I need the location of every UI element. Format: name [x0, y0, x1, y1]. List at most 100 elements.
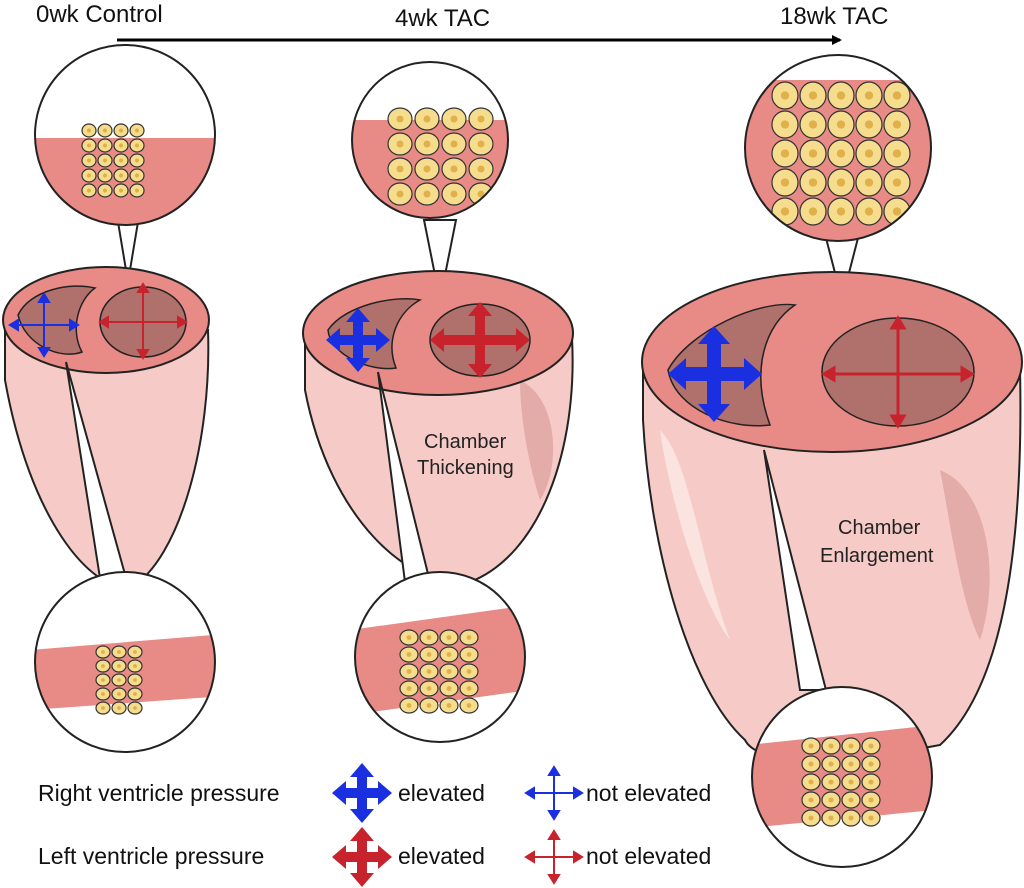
- cell-nucleus: [808, 815, 814, 821]
- stage-label-0wk-control: 0wk Control: [36, 1, 163, 28]
- cell-nucleus: [828, 815, 834, 821]
- cell-nucleus: [836, 207, 846, 216]
- cell-nucleus: [828, 743, 834, 749]
- cell-nucleus: [828, 761, 834, 767]
- cell-nucleus: [864, 207, 874, 216]
- cell-nucleus: [446, 635, 452, 640]
- cell-nucleus: [133, 706, 137, 710]
- cell-nucleus: [466, 669, 472, 674]
- cell-nucleus: [117, 664, 121, 668]
- cell-nucleus: [101, 650, 105, 654]
- cell-nucleus: [836, 149, 846, 158]
- cardiomyocyte-cluster: [81, 123, 145, 198]
- zoom-18wk-bottom: [751, 686, 933, 868]
- cell-nucleus: [780, 178, 790, 187]
- cell-nucleus: [117, 678, 121, 682]
- cell-nucleus: [134, 188, 140, 193]
- cell-nucleus: [423, 190, 431, 198]
- cell-nucleus: [101, 664, 105, 668]
- cell-nucleus: [426, 635, 432, 640]
- heart-shading: [940, 470, 990, 640]
- cell-nucleus: [406, 652, 412, 657]
- cell-nucleus: [426, 703, 432, 708]
- cell-nucleus: [446, 652, 452, 657]
- cell-nucleus: [864, 149, 874, 158]
- chamber-enlargement-label-line1: Chamber: [838, 517, 921, 539]
- legend-lv-label: Left ventricle pressure: [38, 843, 264, 869]
- cell-nucleus: [118, 188, 124, 193]
- rv-elevated-arrow: [326, 308, 390, 372]
- cell-nucleus: [868, 815, 874, 821]
- heart-highlight: [660, 430, 730, 640]
- cell-nucleus: [892, 149, 902, 158]
- legend-rv-not-elevated: not elevated: [586, 780, 711, 806]
- cell-nucleus: [892, 207, 902, 216]
- chamber-thickening-label-line1: Chamber: [424, 431, 507, 453]
- cell-nucleus: [868, 779, 874, 785]
- zoom-control-top: [34, 44, 216, 226]
- callout-pointer-bottom: [763, 449, 828, 691]
- cardiomyocyte-cluster: [771, 81, 911, 226]
- cell-nucleus: [133, 678, 137, 682]
- zoom-4wk-top: [351, 61, 509, 219]
- cell-nucleus: [86, 128, 92, 133]
- cardiomyocyte-cluster: [95, 645, 143, 715]
- stage-label-4wk-tac: 4wk TAC: [395, 5, 490, 32]
- cell-nucleus: [423, 140, 431, 148]
- cell-nucleus: [102, 143, 108, 148]
- legend-rv-elevated-arrow: [332, 763, 392, 823]
- cell-nucleus: [808, 743, 814, 749]
- cell-nucleus: [86, 173, 92, 178]
- cell-nucleus: [836, 120, 846, 129]
- cell-nucleus: [864, 91, 874, 100]
- cell-nucleus: [117, 650, 121, 654]
- chamber-enlargement-label-line2: Enlargement: [820, 545, 934, 567]
- cell-nucleus: [118, 143, 124, 148]
- cell-nucleus: [406, 669, 412, 674]
- legend-lv-not-elevated: not elevated: [586, 843, 711, 869]
- legend-rv-not-elevated-arrow: [524, 765, 584, 821]
- cell-nucleus: [102, 173, 108, 178]
- cell-nucleus: [450, 140, 458, 148]
- cell-nucleus: [868, 761, 874, 767]
- cardiomyocyte-cluster: [387, 107, 494, 206]
- cell-nucleus: [406, 686, 412, 691]
- cell-nucleus: [848, 815, 854, 821]
- cell-nucleus: [423, 115, 431, 123]
- cell-nucleus: [780, 149, 790, 158]
- cell-nucleus: [808, 91, 818, 100]
- cell-nucleus: [892, 91, 902, 100]
- cell-nucleus: [836, 91, 846, 100]
- cell-nucleus: [808, 761, 814, 767]
- timeline: 0wk Control 4wk TAC 18wk TAC: [36, 1, 888, 45]
- cell-nucleus: [101, 678, 105, 682]
- cell-nucleus: [466, 703, 472, 708]
- legend: Right ventricle pressure elevated not el…: [38, 763, 711, 887]
- cell-nucleus: [477, 165, 485, 173]
- stage-label-18wk-tac: 18wk TAC: [780, 3, 888, 30]
- cardiomyocyte-cluster: [399, 629, 479, 714]
- cell-nucleus: [101, 706, 105, 710]
- cell-nucleus: [848, 743, 854, 749]
- cell-nucleus: [446, 686, 452, 691]
- cell-nucleus: [477, 115, 485, 123]
- cell-nucleus: [808, 120, 818, 129]
- heart-control: [2, 221, 210, 590]
- rv-elevated-arrow: [668, 326, 762, 422]
- rv-not-elevated-arrow: [8, 292, 80, 358]
- cell-nucleus: [101, 692, 105, 696]
- cell-nucleus: [426, 669, 432, 674]
- lv-not-elevated-arrow: [821, 315, 975, 429]
- cell-nucleus: [477, 140, 485, 148]
- heart-shading: [520, 380, 554, 500]
- cell-nucleus: [118, 173, 124, 178]
- cell-nucleus: [134, 143, 140, 148]
- cell-nucleus: [780, 120, 790, 129]
- cell-nucleus: [466, 635, 472, 640]
- legend-lv-elevated: elevated: [398, 843, 485, 869]
- lv-elevated-arrow: [430, 302, 530, 378]
- legend-rv-elevated: elevated: [398, 780, 485, 806]
- cell-nucleus: [133, 692, 137, 696]
- cell-nucleus: [396, 115, 404, 123]
